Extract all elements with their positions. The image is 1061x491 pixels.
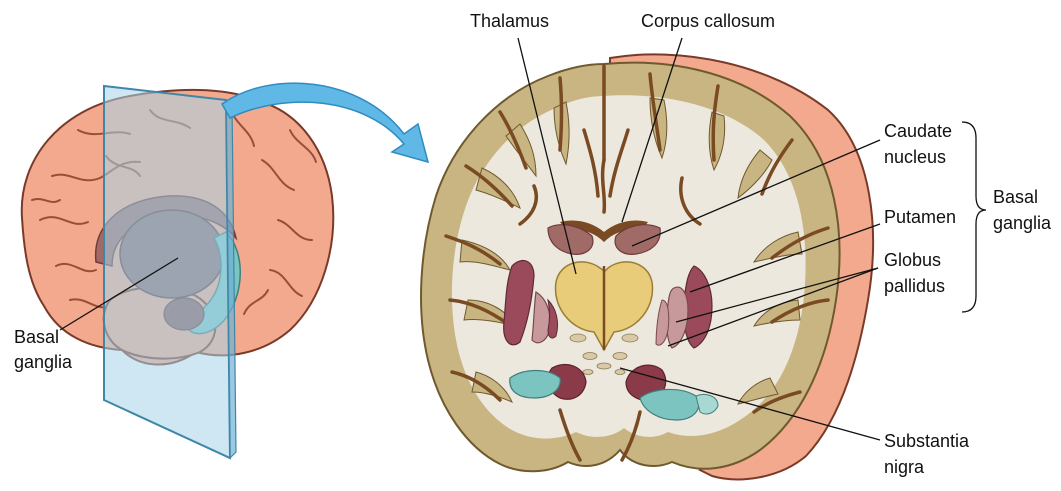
label-basal-ganglia-group-2: ganglia <box>993 213 1052 233</box>
basal-ganglia-left-label: Basal ganglia <box>14 327 73 372</box>
cutting-plane <box>104 86 230 458</box>
label-globus-pallidus-2: pallidus <box>884 276 945 296</box>
basal-ganglia-bracket <box>962 122 986 312</box>
hippocampus-left <box>510 371 560 399</box>
label-caudate-nucleus: Caudate <box>884 121 952 141</box>
svg-text:Basal: Basal <box>14 327 59 347</box>
label-corpus-callosum: Corpus callosum <box>641 11 775 31</box>
whole-brain-illustration <box>22 86 334 458</box>
label-thalamus: Thalamus <box>470 11 549 31</box>
label-substantia-nigra-2: nigra <box>884 457 925 477</box>
label-putamen: Putamen <box>884 207 956 227</box>
label-globus-pallidus: Globus <box>884 250 941 270</box>
coronal-section <box>421 54 873 479</box>
svg-text:ganglia: ganglia <box>14 352 73 372</box>
label-basal-ganglia-group: Basal <box>993 187 1038 207</box>
label-caudate-nucleus-2: nucleus <box>884 147 946 167</box>
label-substantia-nigra: Substantia <box>884 431 970 451</box>
